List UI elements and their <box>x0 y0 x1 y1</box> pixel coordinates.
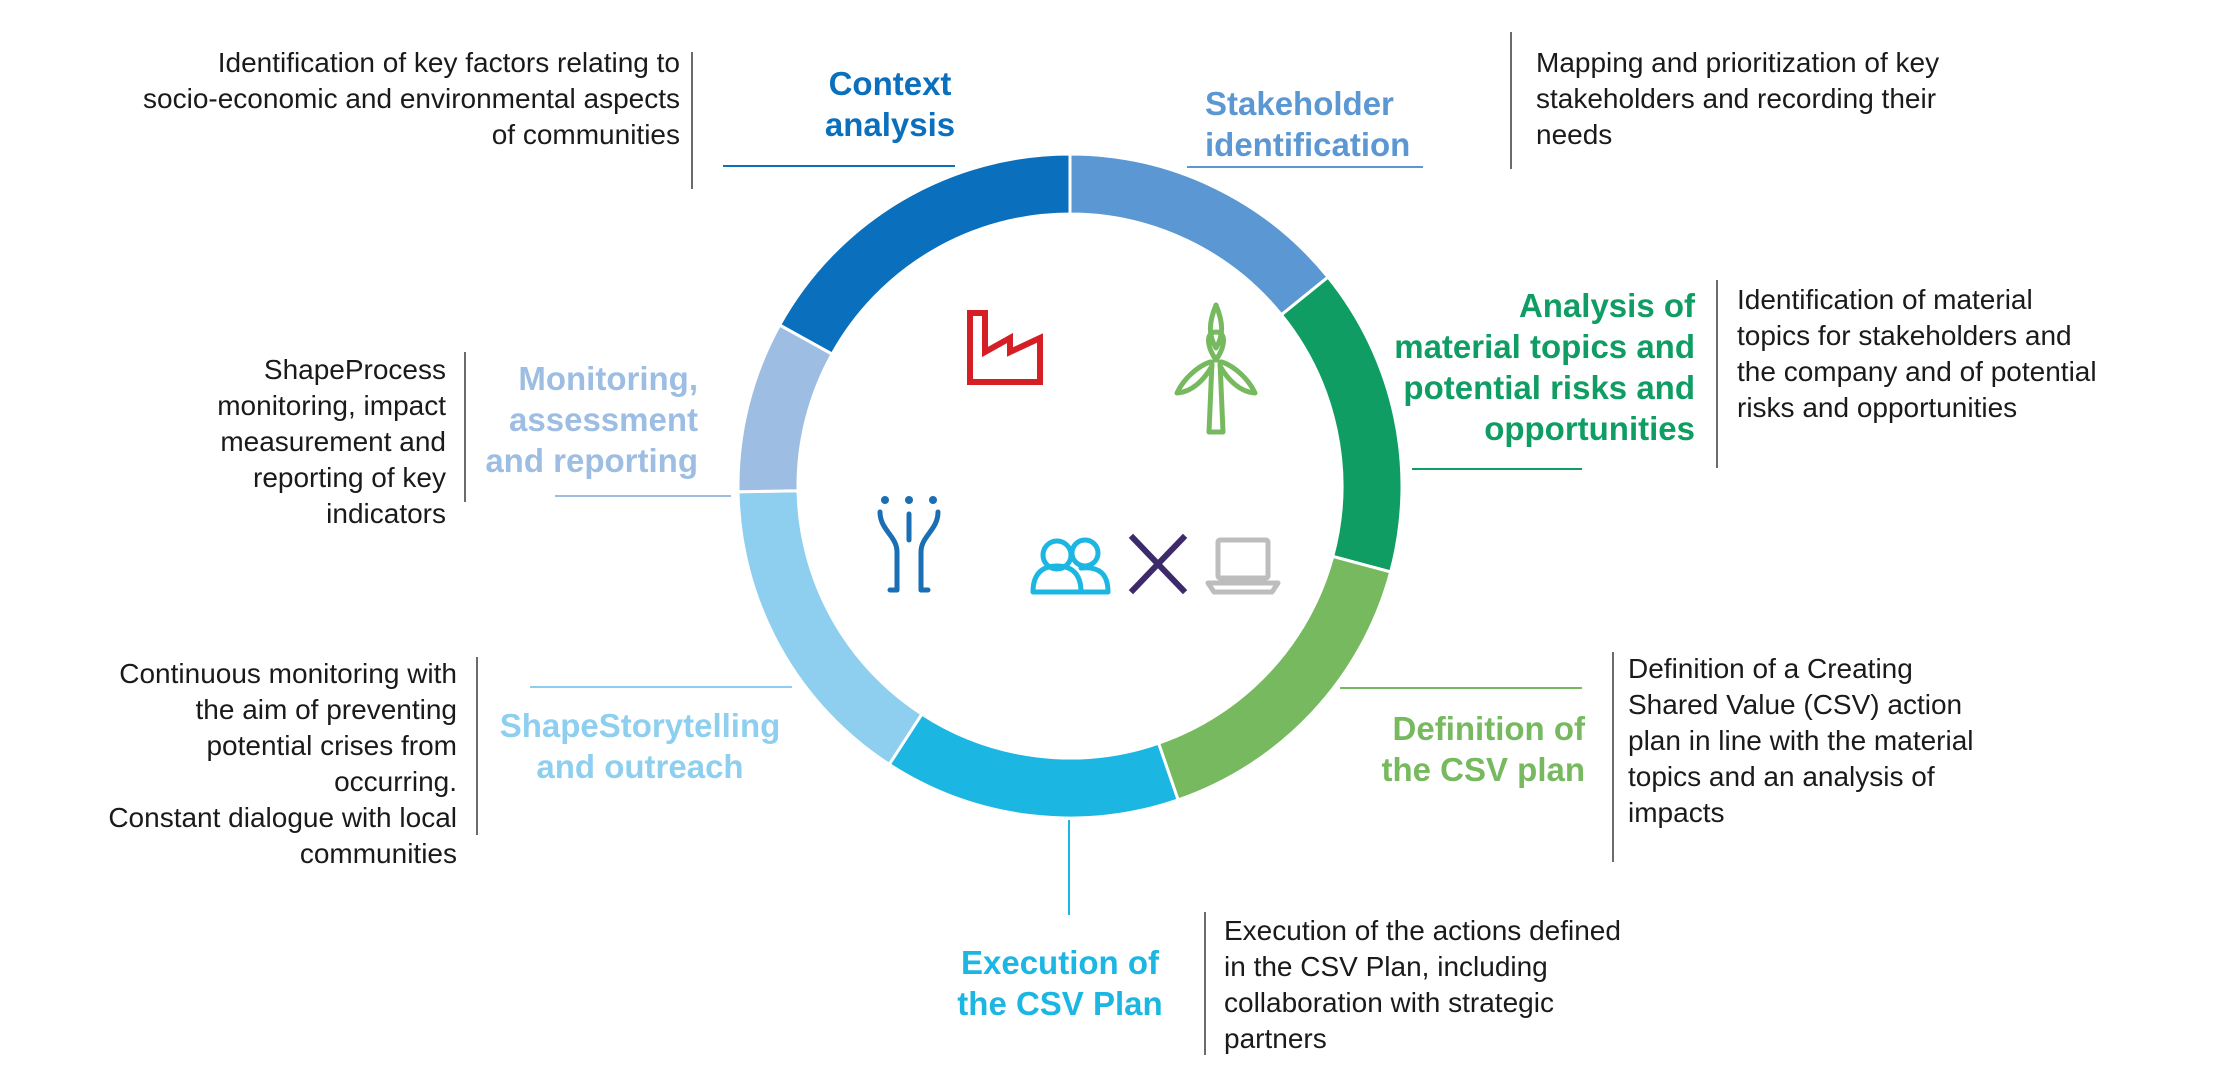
step-desc-material-analysis: Identification of material topics for sta… <box>1737 282 2137 426</box>
text-line: material topics and <box>1394 328 1695 365</box>
connector-csv-plan-execution <box>1068 820 1070 915</box>
text-line: of communities <box>491 119 680 150</box>
step-title-monitoring-reporting: Monitoring, assessment and reporting <box>440 358 698 481</box>
text-line: topics and an analysis of <box>1628 761 1935 792</box>
text-line: Mapping and prioritization of key <box>1536 47 1940 78</box>
step-desc-monitoring-reporting: ShapeProcess monitoring, impact measuremen… <box>160 352 446 532</box>
connector-context-analysis <box>723 165 955 167</box>
text-line: the company and of potential <box>1737 356 2097 387</box>
text-line: measurement and <box>220 426 446 457</box>
connector-storytelling-outreach <box>530 686 792 688</box>
divider-context-analysis <box>691 52 693 189</box>
text-line: ShapeStorytelling <box>499 707 781 744</box>
text-line: potential crises from <box>206 730 457 761</box>
divider-material-analysis <box>1716 280 1718 468</box>
divider-csv-plan-execution <box>1204 912 1206 1055</box>
text-line: the aim of preventing <box>195 694 458 725</box>
text-line: Shared Value (CSV) action <box>1628 689 1963 720</box>
text-line: collaboration with strategic <box>1224 987 1554 1018</box>
connector-material-analysis <box>1412 468 1582 470</box>
text-line: Execution of the actions defined <box>1224 915 1621 946</box>
laptop-icon <box>1205 537 1281 595</box>
text-line: Analysis of <box>1518 287 1695 324</box>
text-line: stakeholders and recording their <box>1536 83 1937 114</box>
text-line: risks and opportunities <box>1737 392 2018 423</box>
step-title-stakeholder-identification: Stakeholder identification <box>1205 83 1485 165</box>
wind-turbine-icon <box>1174 302 1258 435</box>
text-line: Constant dialogue with local <box>108 802 457 833</box>
text-line: and reporting <box>485 442 698 479</box>
step-desc-csv-plan-execution: Execution of the actions defined in the C… <box>1224 913 1684 1057</box>
divider-stakeholder-identification <box>1510 32 1512 169</box>
text-line: in the CSV Plan, including <box>1224 951 1548 982</box>
text-line: Identification of material <box>1737 284 2033 315</box>
ring-segment-csv-plan-execution <box>887 712 1180 820</box>
ring-segment-stakeholder-identification <box>1068 152 1331 317</box>
cross-icon <box>1128 533 1188 595</box>
text-line: reporting of key <box>253 462 446 493</box>
text-line: impacts <box>1628 797 1725 828</box>
text-line: the CSV plan <box>1381 751 1585 788</box>
step-title-csv-plan-definition: Definition of the CSV plan <box>1300 708 1585 790</box>
step-title-context-analysis: Context analysis <box>780 63 1000 145</box>
group-icon <box>1030 537 1111 595</box>
text-line: Execution of <box>960 944 1160 981</box>
text-line: Definition of a Creating <box>1628 653 1913 684</box>
ring-segment-monitoring-reporting <box>736 323 835 494</box>
text-line: needs <box>1536 119 1613 150</box>
text-line: Monitoring, <box>518 360 698 397</box>
text-line: potential risks and <box>1403 369 1695 406</box>
text-line: communities <box>299 838 457 869</box>
text-line: Definition of <box>1392 710 1585 747</box>
text-line: opportunities <box>1484 410 1695 447</box>
step-desc-context-analysis: Identification of key factors relating t… <box>60 45 680 153</box>
connector-csv-plan-definition <box>1340 687 1582 689</box>
text-line: socio-economic and environmental aspects <box>143 83 680 114</box>
text-line: assessment <box>509 401 698 438</box>
text-line: and outreach <box>536 748 744 785</box>
text-line: topics for stakeholders and <box>1737 320 2072 351</box>
step-title-csv-plan-execution: Execution of the CSV Plan <box>930 942 1190 1024</box>
text-line: Continuous monitoring with <box>119 658 457 689</box>
text-line: indicators <box>326 498 446 529</box>
text-line: occurring. <box>334 766 457 797</box>
ring-segment-context-analysis <box>777 152 1072 357</box>
text-line: Identification of key factors relating t… <box>217 47 680 78</box>
divider-monitoring-reporting <box>464 352 466 502</box>
connector-stakeholder-identification <box>1187 166 1423 168</box>
text-line: analysis <box>824 106 956 143</box>
text-line: the CSV Plan <box>957 985 1163 1022</box>
step-desc-storytelling-outreach: Continuous monitoring with the aim of pre… <box>60 656 457 872</box>
text-line: monitoring, impact <box>217 390 446 421</box>
step-title-storytelling-outreach: ShapeStorytelling and outreach <box>475 705 805 787</box>
text-line: Stakeholder <box>1205 85 1394 122</box>
factory-icon <box>967 310 1043 385</box>
connector-monitoring-reporting <box>555 495 731 497</box>
step-desc-stakeholder-identification: Mapping and prioritization of key stakeho… <box>1536 45 1996 153</box>
text-line: ShapeProcess <box>263 354 446 385</box>
people-network-icon <box>877 496 941 593</box>
text-line: plan in line with the material <box>1628 725 1974 756</box>
step-title-material-analysis: Analysis of material topics and potential … <box>1350 285 1695 449</box>
text-line: identification <box>1205 126 1411 163</box>
divider-storytelling-outreach <box>476 657 478 835</box>
divider-csv-plan-definition <box>1612 652 1614 862</box>
text-line: partners <box>1224 1023 1327 1054</box>
text-line: Context <box>828 65 952 102</box>
